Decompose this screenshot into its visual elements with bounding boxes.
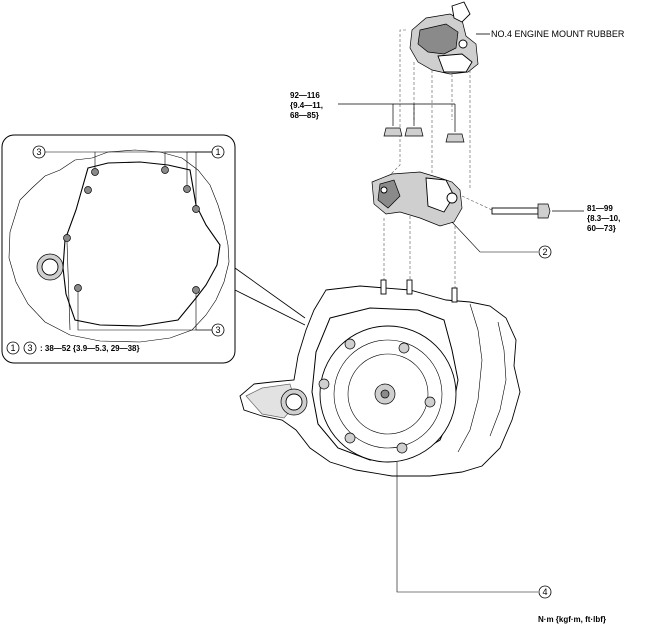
inset-detail-panel: 3 1 3 1 3 : 38—52 {3.9—5.3, 29—38} — [1, 134, 306, 364]
stud — [406, 279, 413, 295]
side-seal-inner — [285, 393, 303, 411]
nut — [383, 127, 403, 137]
svg-text:1: 1 — [10, 343, 15, 353]
svg-text:81—99: 81—99 — [587, 204, 613, 213]
inset-bolt — [91, 168, 99, 176]
inset-gasket-outline — [62, 161, 221, 327]
inset-bolt — [192, 205, 200, 213]
inset-bolt — [63, 234, 71, 242]
inset-callout-1: 1 — [211, 145, 225, 159]
callout-2: 2 — [451, 221, 552, 259]
transaxle-mount-bracket — [371, 171, 463, 227]
svg-text:2: 2 — [542, 247, 547, 257]
inset-seal-inner — [41, 258, 59, 276]
converter-nuts — [318, 338, 436, 454]
transaxle-assembly — [239, 279, 521, 477]
svg-text:: 38—52 {3.9—5.3, 29—38}: : 38—52 {3.9—5.3, 29—38} — [40, 344, 140, 353]
inset-bolt — [183, 185, 191, 193]
inset-callout-3-bottom: 3 — [211, 323, 225, 337]
mount-nuts — [383, 127, 465, 143]
callout-4: 4 — [396, 462, 552, 599]
svg-text:68—85}: 68—85} — [290, 111, 319, 120]
inset-bolt — [74, 284, 82, 292]
engine-mount-label: NO.4 ENGINE MOUNT RUBBER — [491, 29, 625, 39]
converter-nut — [344, 432, 356, 444]
svg-text:92—116: 92—116 — [290, 91, 320, 100]
converter-nut — [318, 378, 330, 390]
units-note: N·m {kgf·m, ft·lbf} — [538, 615, 606, 624]
svg-text:1: 1 — [215, 147, 220, 157]
stud — [451, 287, 458, 303]
svg-text:60—73}: 60—73} — [587, 224, 616, 233]
inset-bolt — [84, 186, 92, 194]
svg-text:{8.3—10,: {8.3—10, — [587, 214, 620, 223]
mounting-studs — [380, 279, 458, 303]
svg-text:3: 3 — [36, 147, 41, 157]
inset-bolt — [161, 166, 169, 174]
converter-nut — [424, 396, 436, 408]
svg-text:3: 3 — [215, 325, 220, 335]
engine-mount-rubber: NO.4 ENGINE MOUNT RUBBER — [409, 1, 625, 75]
inset-bolt — [192, 286, 200, 294]
converter-nut — [396, 442, 408, 454]
nut — [404, 127, 424, 137]
alignment-lines-lower — [383, 216, 456, 290]
inset-torque-spec: 1 3 : 38—52 {3.9—5.3, 29—38} — [6, 341, 140, 355]
converter-nut — [344, 338, 356, 350]
bell-housing-face — [311, 307, 459, 461]
inset-bolts — [63, 166, 200, 294]
torque-converter-inner — [347, 353, 429, 435]
nut — [445, 133, 465, 143]
inset-leaders — [45, 151, 212, 331]
inset-housing-outline — [8, 149, 230, 343]
torque-spec-nuts: 92—116 {9.4—11, 68—85} — [290, 91, 456, 132]
svg-text:{9.4—11,: {9.4—11, — [290, 101, 323, 110]
converter-nut — [398, 342, 410, 354]
stud — [380, 279, 387, 295]
svg-text:4: 4 — [542, 587, 547, 597]
torque-converter-ring — [333, 339, 443, 449]
svg-text:3: 3 — [27, 343, 32, 353]
inset-callout-3-top: 3 — [32, 145, 46, 159]
through-bolt: 81—99 {8.3—10, 60—73} — [461, 195, 620, 233]
